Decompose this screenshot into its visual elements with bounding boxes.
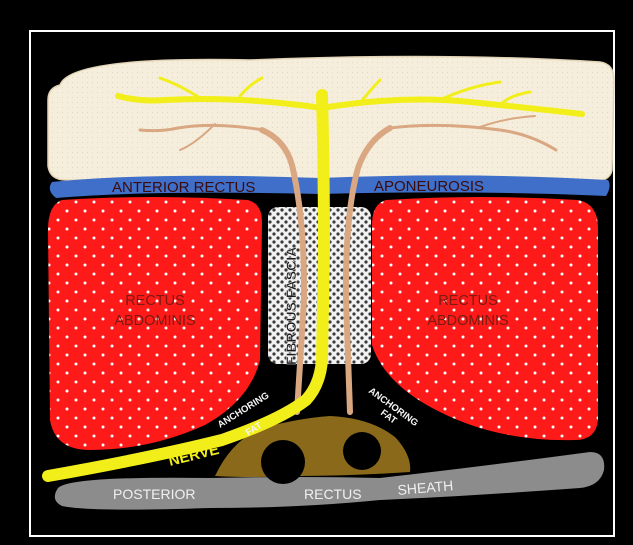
label-aponeurosis: APONEUROSIS	[374, 178, 484, 195]
label-rectus-bottom: RECTUS	[304, 486, 362, 502]
vessel-hole-left	[261, 440, 305, 484]
label-rectus-right: RECTUS	[438, 293, 498, 309]
label-anterior-rectus: ANTERIOR RECTUS	[112, 179, 255, 196]
label-abdominis-left: ABDOMINIS	[114, 313, 195, 329]
label-fibrous-fascia: FIBROUS FASCIA	[283, 247, 299, 365]
vessel-hole-right	[343, 432, 381, 470]
label-rectus-left: RECTUS	[125, 293, 185, 309]
label-abdominis-right: ABDOMINIS	[427, 313, 508, 329]
subcutaneous-layer	[48, 56, 614, 182]
label-posterior: POSTERIOR	[113, 486, 195, 502]
